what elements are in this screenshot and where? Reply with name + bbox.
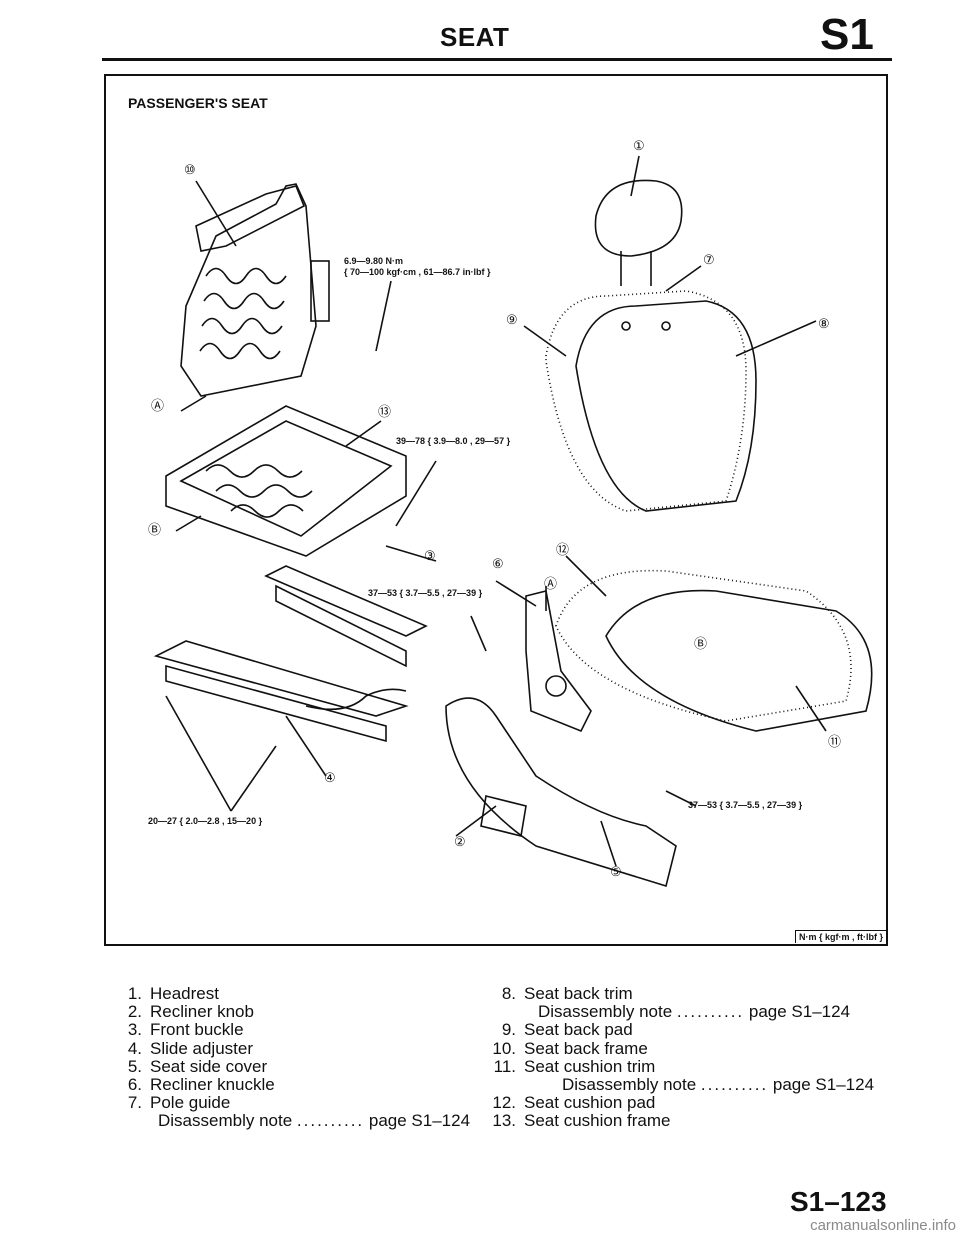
torque-label-side-cover: 37—53 { 3.7—5.5 , 27—39 }	[688, 800, 803, 810]
legend-item: 11.Seat cushion trim	[493, 1056, 656, 1076]
legend-note-seat-cushion-trim: Disassembly note .......... page S1–124	[562, 1075, 875, 1095]
headrest-drawing	[594, 179, 683, 286]
callout-13: ⑬	[378, 404, 391, 419]
torque-label-cushion-frame: 39—78 { 3.9—8.0 , 29—57 }	[396, 436, 511, 446]
legend-note-seat-back-trim: Disassembly note .......... page S1–124	[538, 1002, 851, 1022]
callout-1: ①	[633, 138, 645, 153]
section-code: S1	[820, 10, 874, 59]
unit-note: N·m { kgf·m , ft·lbf }	[795, 930, 886, 943]
legend-item: 8.Seat back trim	[501, 984, 633, 1003]
callout-3: ③	[424, 548, 436, 563]
legend-item: 3.Front buckle	[127, 1020, 244, 1040]
slide-adjuster-drawing	[153, 565, 428, 743]
seat-cushion-drawing	[555, 569, 873, 732]
legend-item: 1.Headrest	[127, 984, 219, 1003]
seat-cushion-frame-drawing	[165, 405, 407, 557]
page-number: S1–123	[790, 1186, 887, 1217]
callout-10: ⑩	[184, 162, 196, 177]
legend-item: 12.Seat cushion pad	[492, 1093, 656, 1113]
callout-4: ④	[324, 770, 336, 785]
callout-B-right: Ⓑ	[694, 636, 707, 651]
torque-label-recliner-units: { 70—100 kgf·cm , 61—86.7 in·lbf }	[344, 267, 491, 277]
torque-label-slide-adjuster: 20—27 { 2.0—2.8 , 15—20 }	[148, 816, 263, 826]
figure-frame	[104, 74, 888, 946]
legend-item: 13.Seat cushion frame	[492, 1111, 671, 1131]
callout-12: ⑫	[556, 542, 569, 557]
legend-item: 2.Recliner knob	[127, 1002, 254, 1022]
callout-9: ⑨	[506, 312, 518, 327]
watermark: carmanualsonline.info	[810, 1217, 956, 1234]
torque-label-recliner: 6.9—9.80 N·m	[344, 256, 403, 266]
callout-2: ②	[454, 834, 466, 849]
seat-back-frame-drawing	[180, 183, 330, 397]
exploded-seat-diagram: ⑩ ① ⑦ ⑧ ⑨ ⑬ Ⓐ Ⓑ ③ ⑫ ⑥ Ⓐ Ⓑ ⑪ ④ ② ⑤ 6.9—9.…	[148, 138, 873, 888]
parts-legend-right: 8.Seat back trim Disassembly note ......…	[492, 984, 912, 1131]
legend-item: 9.Seat back pad	[501, 1020, 633, 1040]
legend-item: 6.Recliner knuckle	[127, 1075, 275, 1095]
legend-item: 5.Seat side cover	[127, 1056, 268, 1076]
callout-7: ⑦	[703, 252, 715, 267]
seat-back-pad-drawing	[545, 290, 757, 512]
parts-legend-left: 1.Headrest 2.Recliner knob 3.Front buckl…	[118, 984, 498, 1131]
callout-11: ⑪	[828, 734, 841, 749]
header-rule	[102, 58, 892, 61]
seat-side-cover-drawing	[445, 697, 677, 888]
torque-label-knuckle: 37—53 { 3.7—5.5 , 27—39 }	[368, 588, 483, 598]
callout-5: ⑤	[610, 864, 622, 879]
legend-item: 7.Pole guide	[127, 1093, 231, 1113]
callout-8: ⑧	[818, 316, 830, 331]
callout-A-left: Ⓐ	[151, 398, 164, 413]
callout-6: ⑥	[492, 556, 504, 571]
legend-item: 4.Slide adjuster	[127, 1038, 254, 1058]
legend-item: 10.Seat back frame	[492, 1038, 648, 1058]
figure-title: PASSENGER'S SEAT	[128, 95, 268, 111]
page-title: SEAT	[440, 22, 510, 52]
legend-note-pole-guide: Disassembly note .......... page S1–124	[158, 1111, 471, 1131]
callout-A-right: Ⓐ	[544, 576, 557, 591]
recliner-knuckle-drawing	[525, 590, 592, 733]
callout-B-left: Ⓑ	[148, 522, 161, 537]
